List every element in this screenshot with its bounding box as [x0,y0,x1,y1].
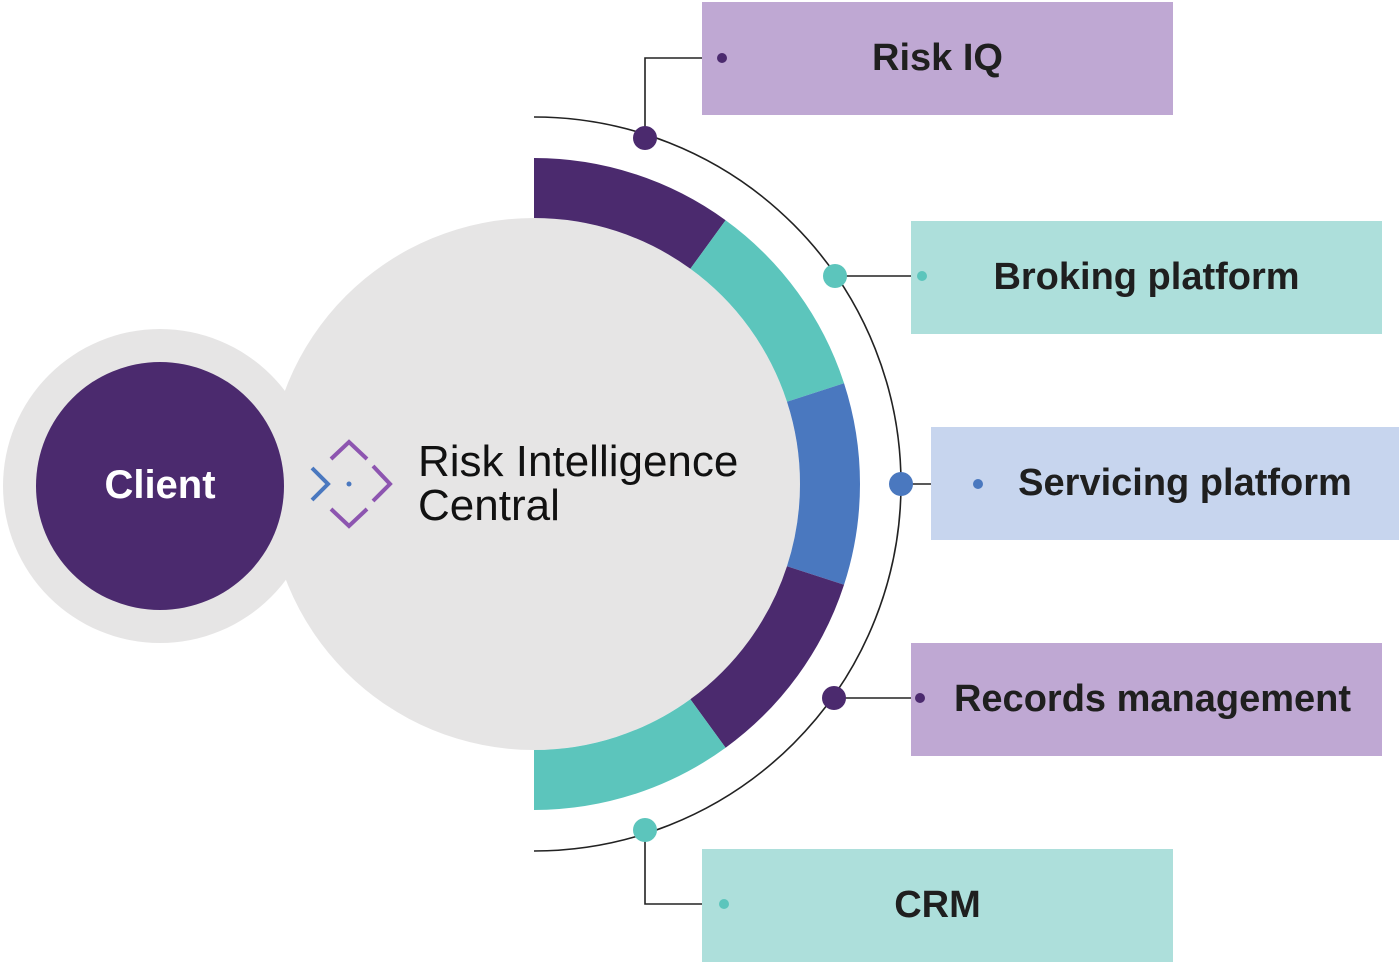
system-box-crm[interactable]: CRM [702,849,1173,962]
system-box-servicing-platform[interactable]: Servicing platform [931,427,1399,540]
system-label-broking-platform: Broking platform [993,256,1300,298]
system-box-records-management[interactable]: Records management [911,643,1382,756]
arc-dot-servicing [889,472,913,496]
hub-title-line2: Central [418,481,560,530]
system-label-risk-iq: Risk IQ [872,37,1003,79]
client-label: Client [104,462,216,507]
ring-segment-middle [786,383,860,585]
ring-segment-lower [690,566,845,748]
connector-crm [644,830,724,905]
arc-dot-crm [633,818,657,842]
ring-segment-upper [690,220,845,402]
hub-circle [268,218,800,750]
connector-risk-iq [644,57,722,138]
client-circle [36,362,284,610]
arc-dot-risk-iq [633,126,657,150]
system-box-risk-iq[interactable]: Risk IQ [702,2,1173,115]
ring-segment-top [534,158,726,269]
system-box-broking-platform[interactable]: Broking platform [911,221,1382,334]
system-label-crm: CRM [894,884,981,926]
ring-segment-bottom [534,699,726,810]
system-label-records-management: Records management [953,678,1351,720]
hub-title: Risk Intelligence Central [418,440,738,528]
system-label-servicing-platform: Servicing platform [1018,462,1352,504]
arc-dot-broking [823,264,847,288]
diamond-chevron-logo-icon [310,439,393,529]
connectors [644,57,978,905]
hub-ring [534,158,860,810]
arc-dot-records [822,686,846,710]
hub-title-line1: Risk Intelligence [418,437,739,486]
